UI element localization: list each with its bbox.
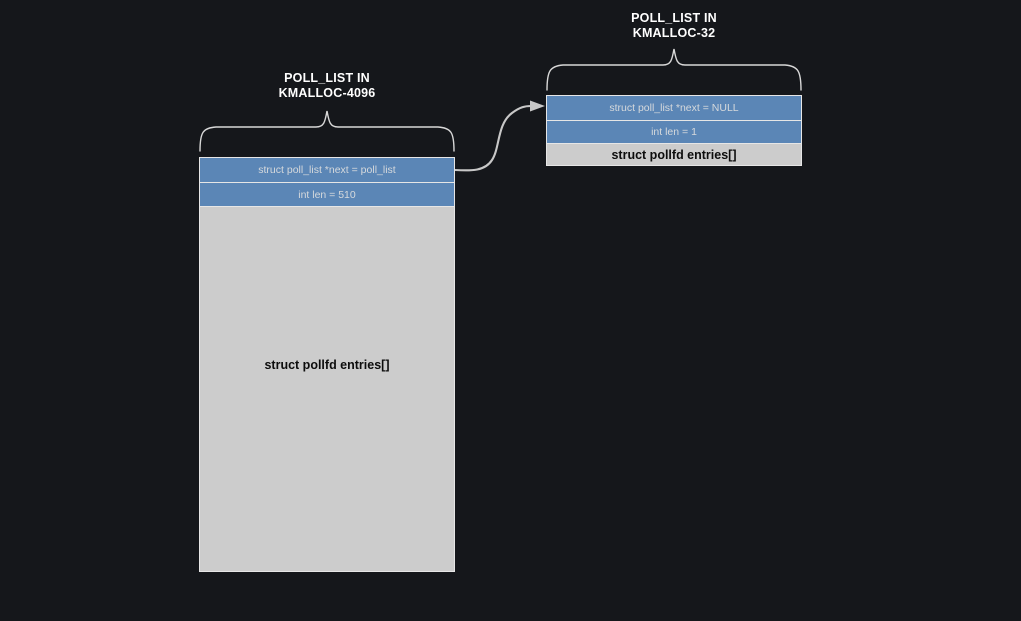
entries-array: struct pollfd entries[]	[200, 207, 454, 571]
brace-right	[546, 48, 802, 91]
struct-box-kmalloc-4096: struct poll_list *next = poll_list int l…	[199, 157, 455, 572]
next-pointer-arrowhead	[530, 100, 545, 112]
field-len: int len = 1	[547, 121, 801, 144]
next-pointer-connector	[453, 104, 533, 172]
entries-array: struct pollfd entries[]	[547, 144, 801, 165]
field-next-pointer: struct poll_list *next = poll_list	[200, 158, 454, 183]
brace-left	[199, 110, 455, 152]
struct-box-kmalloc-32: struct poll_list *next = NULL int len = …	[546, 95, 802, 166]
field-len: int len = 510	[200, 183, 454, 207]
group-caption-kmalloc-4096: POLL_LIST IN KMALLOC-4096	[278, 71, 376, 100]
group-caption-kmalloc-32: POLL_LIST IN KMALLOC-32	[631, 11, 717, 40]
field-next-pointer: struct poll_list *next = NULL	[547, 96, 801, 121]
